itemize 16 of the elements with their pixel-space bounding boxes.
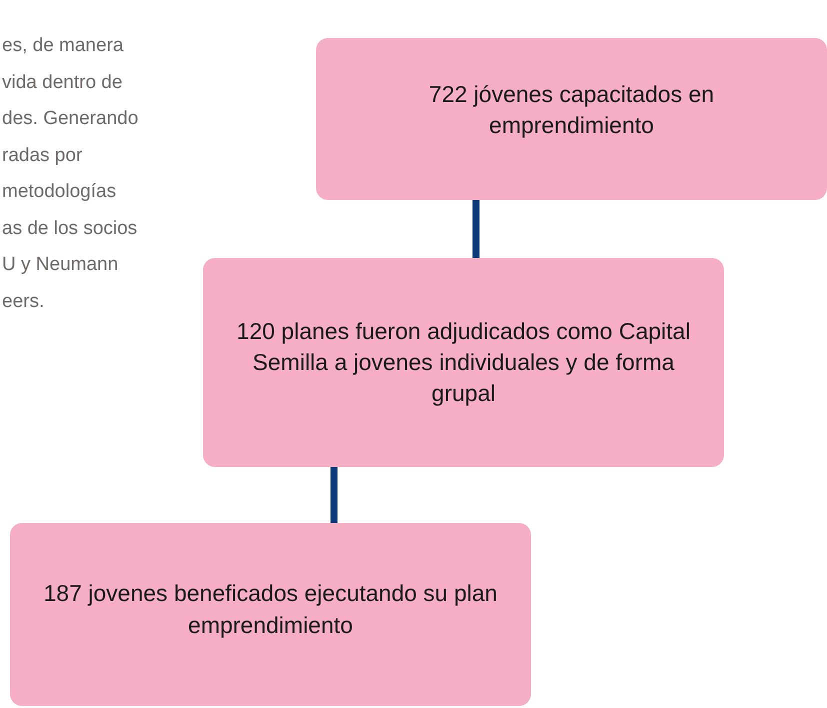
paragraph-text: as de los socios	[2, 218, 138, 240]
paragraph-text: eers.	[2, 290, 44, 312]
result-box	[10, 523, 531, 706]
paragraph-text: metodologías	[2, 181, 116, 203]
connector-line	[330, 467, 338, 523]
result-box	[203, 258, 724, 467]
box-text: 187 jovenes beneficados ejecutando su plan emprendimiento	[42, 579, 498, 640]
paragraph-text: radas por	[2, 144, 82, 166]
box-text: 722 jóvenes capacitados en emprendimiento	[428, 80, 716, 140]
connector-line	[472, 200, 480, 258]
paragraph-text: vida dentro de	[2, 72, 122, 94]
paragraph-text: es, de manera	[2, 35, 124, 57]
paragraph-text: U y Neumann	[2, 254, 118, 276]
result-box	[316, 38, 827, 200]
paragraph-text: des. Generando	[2, 108, 138, 130]
box-text: 120 planes fueron adjudicados como Capital Semilla a jovenes individuales y de forma grupal	[236, 316, 692, 408]
